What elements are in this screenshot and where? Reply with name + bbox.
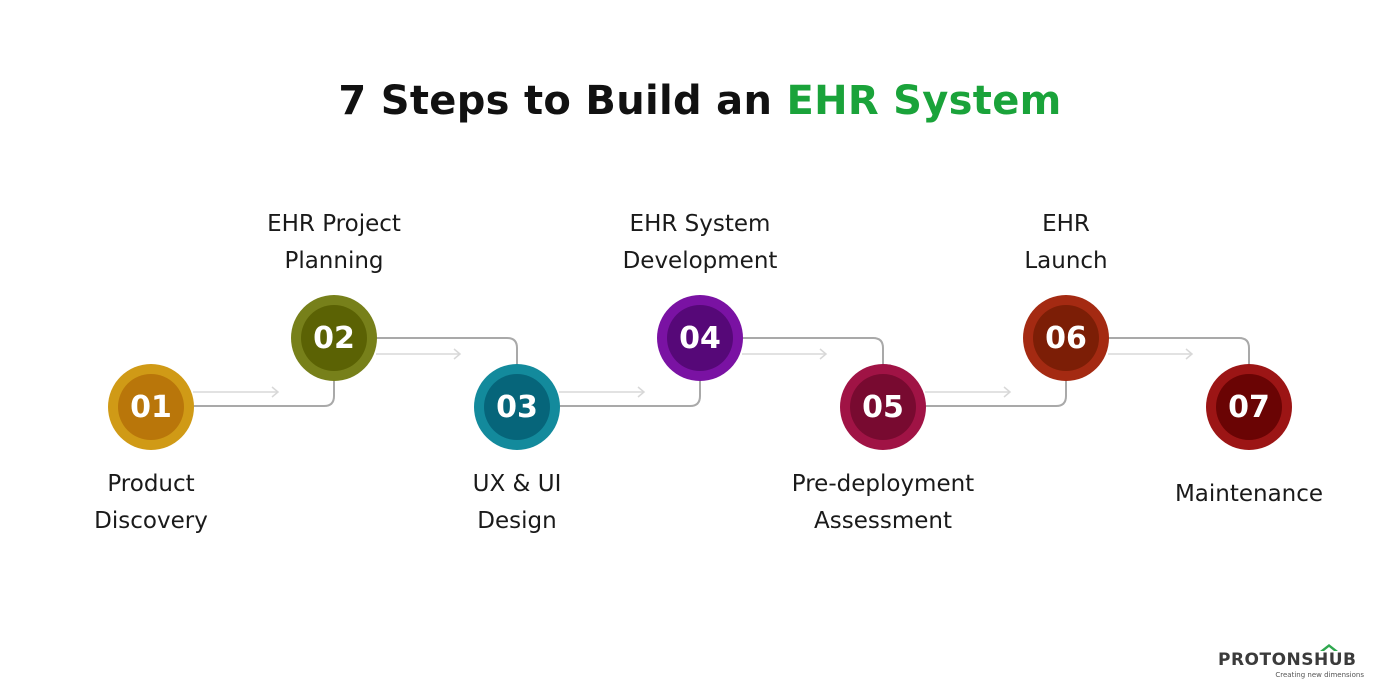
step-01-label-line-2: Discovery (94, 508, 208, 534)
step-01-number: 01 (118, 374, 184, 440)
step-03-label-line-1: UX & UI (472, 471, 562, 497)
step-06-number: 06 (1033, 305, 1099, 371)
step-04-circle: 04 (657, 295, 743, 381)
step-01-label-line-1: Product (107, 471, 195, 497)
brand-logo: PROTONSHUB Creating new dimensions (1218, 644, 1368, 684)
step-02-label-line-2: Planning (284, 248, 384, 274)
title-prefix: 7 Steps to Build an (338, 78, 787, 124)
step-02-label-line-1: EHR Project (267, 211, 401, 237)
step-05-label: Pre-deployment Assessment (763, 466, 1003, 540)
step-04-label: EHR System Development (580, 206, 820, 280)
step-02-number: 02 (301, 305, 367, 371)
step-06-label-line-1: EHR (1042, 211, 1090, 237)
step-07-label-line-1: Maintenance (1174, 481, 1324, 507)
step-07-circle: 07 (1206, 364, 1292, 450)
step-07-number: 07 (1216, 374, 1282, 440)
step-06-label-line-2: Launch (1024, 248, 1108, 274)
connector-03-04 (559, 378, 701, 407)
logo-name: PROTONSHUB (1218, 650, 1357, 670)
direction-arrow-4 (742, 348, 828, 360)
step-02-circle: 02 (291, 295, 377, 381)
step-05-label-line-2: Assessment (814, 508, 952, 534)
step-05-label-line-1: Pre-deployment (791, 471, 975, 497)
step-03-label-line-2: Design (477, 508, 557, 534)
step-04-label-line-2: Development (622, 248, 778, 274)
step-03-number: 03 (484, 374, 550, 440)
step-06-label: EHR Launch (946, 206, 1186, 280)
step-01-circle: 01 (108, 364, 194, 450)
step-02-label: EHR Project Planning (214, 206, 454, 280)
step-05-circle: 05 (840, 364, 926, 450)
direction-arrow-5 (925, 386, 1012, 398)
page-title: 7 Steps to Build an EHR System (0, 78, 1400, 124)
step-04-number: 04 (667, 305, 733, 371)
step-03-circle: 03 (474, 364, 560, 450)
connector-02-03 (376, 337, 518, 366)
step-06-circle: 06 (1023, 295, 1109, 381)
step-04-label-line-1: EHR System (629, 211, 771, 237)
logo-tagline: Creating new dimensions (1275, 671, 1364, 679)
direction-arrow-2 (376, 348, 462, 360)
step-05-number: 05 (850, 374, 916, 440)
step-01-label: Product Discovery (31, 466, 271, 540)
step-03-label: UX & UI Design (397, 466, 637, 540)
connector-01-02 (193, 378, 335, 407)
direction-arrow-1 (193, 386, 280, 398)
direction-arrow-6 (1108, 348, 1194, 360)
connector-04-05 (742, 337, 884, 366)
connector-05-06 (925, 378, 1067, 407)
direction-arrow-3 (559, 386, 646, 398)
connector-06-07 (1108, 337, 1250, 366)
title-highlight: EHR System (786, 78, 1062, 124)
house-roof-icon (1320, 644, 1338, 651)
step-07-label: Maintenance (1129, 476, 1369, 513)
